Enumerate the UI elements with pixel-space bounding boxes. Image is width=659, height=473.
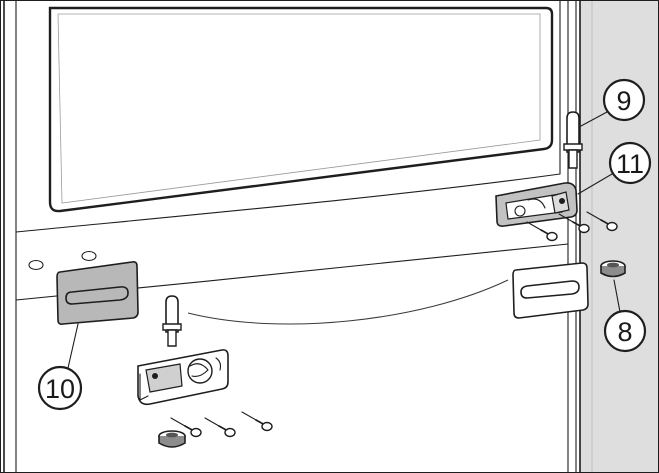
leader-lines	[67, 111, 621, 369]
mount-hole	[28, 259, 44, 271]
callout-8: 8	[603, 309, 647, 353]
screw-icon	[526, 221, 558, 242]
cap-icon	[600, 260, 626, 278]
cover-plate-icon	[56, 261, 139, 325]
callout-11: 11	[608, 141, 652, 185]
mount-hole	[81, 250, 97, 262]
screw-icon	[241, 411, 273, 432]
hinge-bracket-icon	[495, 182, 578, 227]
door-window	[48, 6, 554, 213]
svg-text:10: 10	[45, 374, 75, 404]
hinge-pin-icon	[162, 295, 182, 347]
cabinet-side-panel	[580, 0, 659, 473]
swing-arc	[187, 279, 509, 325]
hinge-pin-icon	[563, 111, 583, 169]
cap-icon	[158, 430, 186, 448]
screw-icon	[204, 417, 236, 438]
cover-plate-icon	[512, 262, 589, 319]
svg-text:11: 11	[616, 149, 644, 179]
callout-10: 10	[37, 365, 83, 411]
callout-9: 9	[602, 78, 646, 122]
door-outline	[3, 0, 577, 473]
hinge-bracket-icon	[137, 349, 229, 406]
svg-text:9: 9	[616, 86, 631, 116]
svg-text:8: 8	[617, 317, 632, 347]
